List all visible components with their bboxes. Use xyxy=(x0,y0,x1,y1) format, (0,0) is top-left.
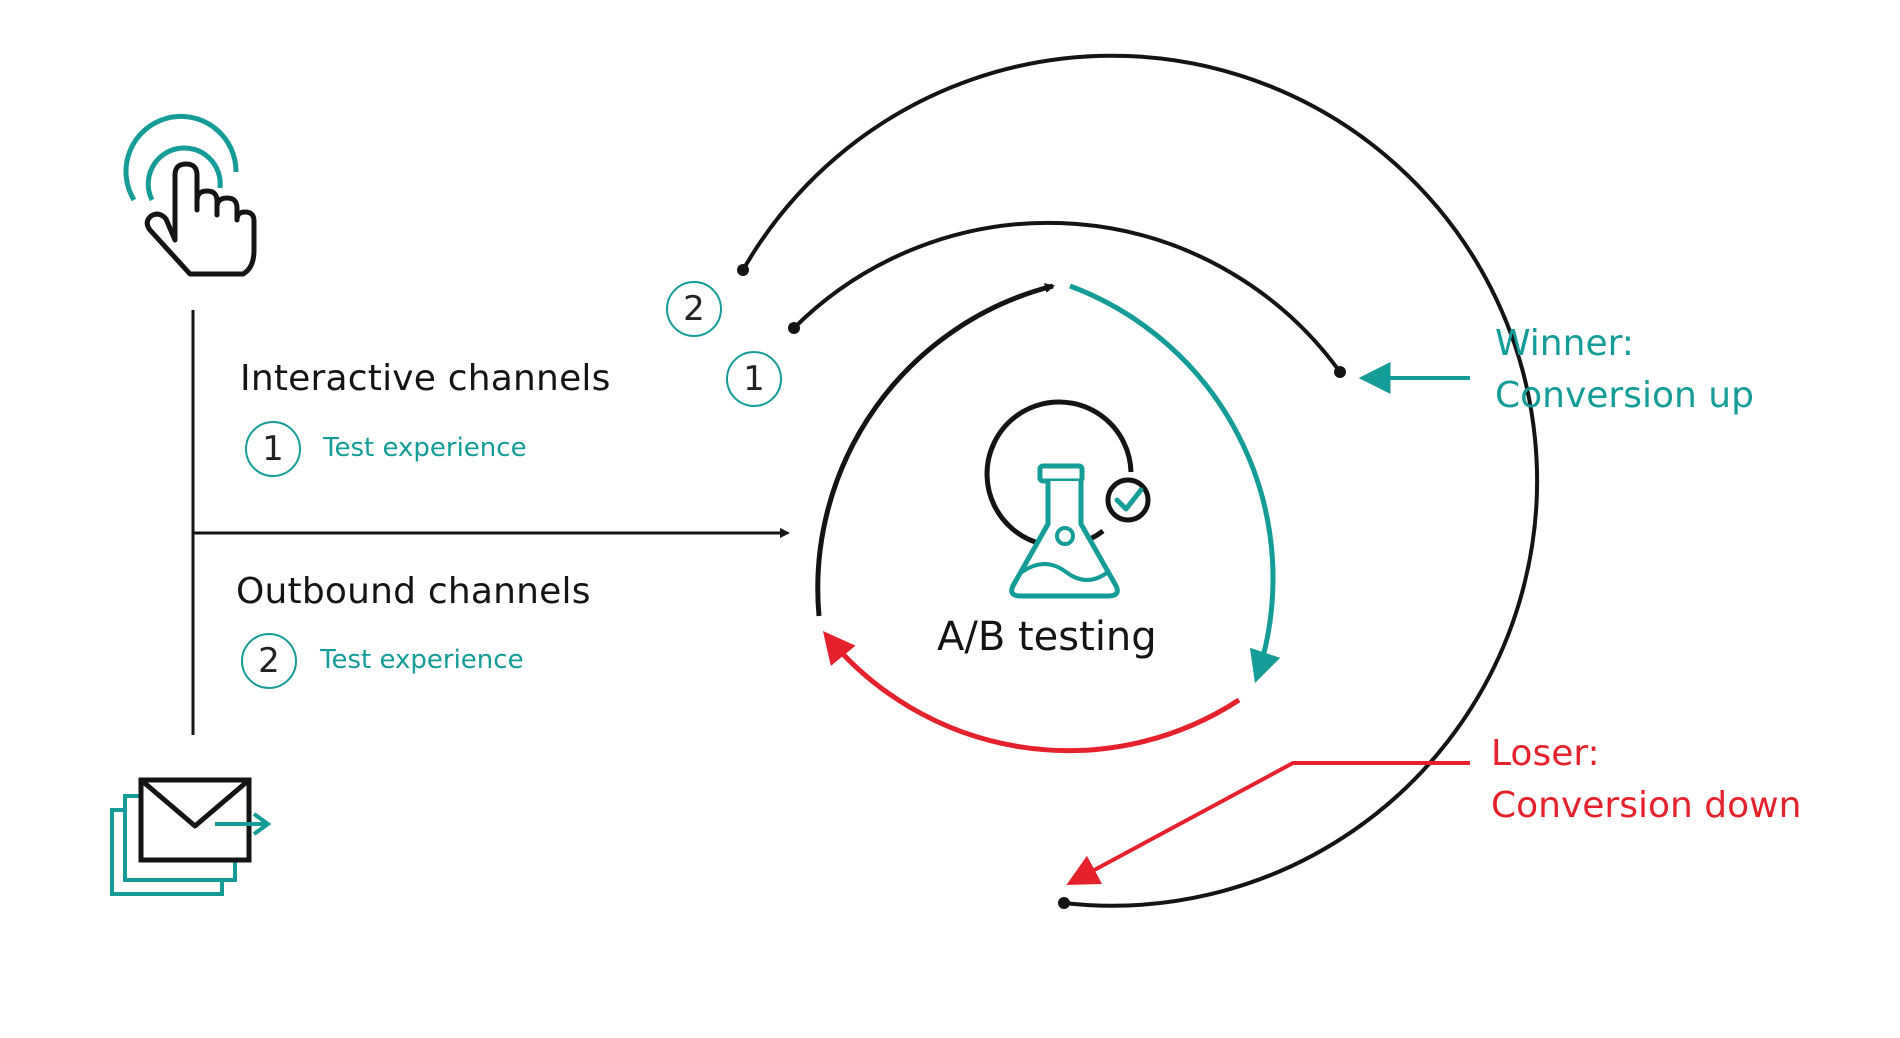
ring-2-end-dot xyxy=(1058,897,1070,909)
ring-2-start-dot xyxy=(737,264,749,276)
cycle-dark-arc xyxy=(815,283,1055,617)
loser-title: Loser: xyxy=(1491,733,1600,774)
outbound-test-experience: Test experience xyxy=(320,645,524,675)
ring-1-arc xyxy=(792,220,1342,374)
winner-title: Winner: xyxy=(1495,323,1634,364)
tap-hand-icon xyxy=(123,113,257,277)
interactive-step-badge: 1 xyxy=(245,421,301,477)
loser-arrow xyxy=(1066,761,1470,886)
ring-1-badge: 1 xyxy=(726,351,782,407)
ring-1-start-dot xyxy=(788,322,800,334)
interactive-test-experience: Test experience xyxy=(323,433,527,463)
ring-2-arc xyxy=(741,53,1540,908)
loser-detail: Conversion down xyxy=(1491,785,1802,826)
ring-2-badge: 2 xyxy=(666,281,722,337)
email-send-icon xyxy=(110,777,272,896)
cycle-teal-arc xyxy=(1069,283,1281,684)
ring-1-end-dot xyxy=(1334,366,1346,378)
outbound-channels-title: Outbound channels xyxy=(236,571,591,612)
winner-label: Winner: Conversion up xyxy=(1495,318,1754,422)
outbound-step-badge: 2 xyxy=(241,633,297,689)
winner-detail: Conversion up xyxy=(1495,375,1754,416)
ab-testing-title: A/B testing xyxy=(937,614,1157,660)
cycle-red-arc xyxy=(822,631,1241,754)
flask-check-icon xyxy=(984,399,1151,599)
loser-label: Loser: Conversion down xyxy=(1491,728,1801,832)
interactive-channels-title: Interactive channels xyxy=(240,358,611,399)
